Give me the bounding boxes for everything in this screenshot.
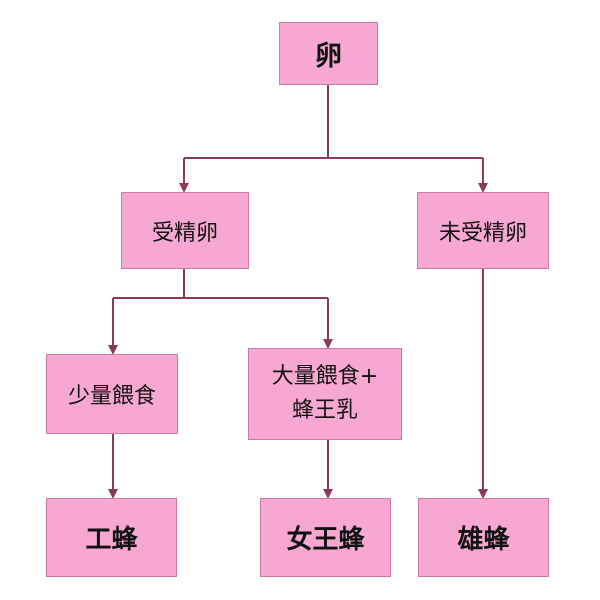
node-fertilized-egg-label: 受精卵 xyxy=(151,220,218,246)
node-much-feeding-royal-jelly: 大量餵食+ 蜂王乳 xyxy=(248,348,402,440)
node-unfertilized-egg: 未受精卵 xyxy=(417,192,549,269)
node-drone-label: 雄蜂 xyxy=(457,525,510,555)
node-worker-bee: 工蜂 xyxy=(46,498,177,577)
node-egg: 卵 xyxy=(279,22,378,85)
node-fertilized-egg: 受精卵 xyxy=(121,192,249,269)
node-queen-bee-label: 女王蜂 xyxy=(286,525,365,555)
node-worker-bee-label: 工蜂 xyxy=(85,525,138,555)
node-queen-bee: 女王蜂 xyxy=(260,498,391,577)
node-much-feeding-label: 大量餵食+ 蜂王乳 xyxy=(271,364,379,423)
node-little-feeding: 少量餵食 xyxy=(46,354,178,434)
node-unfertilized-egg-label: 未受精卵 xyxy=(438,220,527,246)
node-little-feeding-label: 少量餵食 xyxy=(67,384,156,409)
node-egg-label: 卵 xyxy=(315,41,342,72)
node-drone: 雄蜂 xyxy=(418,498,549,577)
